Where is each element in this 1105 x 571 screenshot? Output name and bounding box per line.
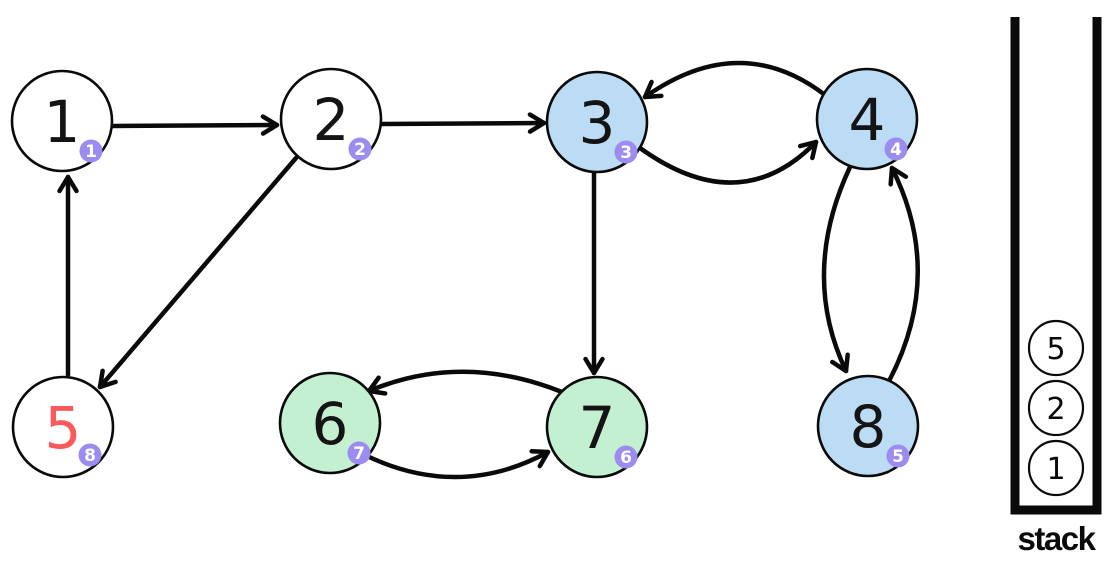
node-6-order-label: 7: [353, 444, 365, 464]
node-6: 6 7: [278, 371, 382, 475]
node-3-label: 3: [579, 89, 616, 157]
node-2: 2 2: [279, 67, 383, 171]
node-4: 4 4: [815, 67, 919, 171]
node-1-order-label: 1: [85, 142, 97, 162]
edge-4-to-3: [642, 60, 828, 100]
node-3: 3 3: [545, 70, 649, 174]
edge-2-to-5: [97, 155, 299, 390]
stack-item-label: 1: [1046, 452, 1065, 487]
stack-item-label: 2: [1046, 392, 1065, 427]
node-1-label: 1: [44, 88, 81, 156]
stack-title: stack: [1018, 520, 1097, 557]
node-7-label: 7: [579, 394, 616, 462]
stack-container: [1010, 17, 1102, 515]
node-7-order-label: 6: [620, 448, 632, 468]
edge-6-to-7: [364, 448, 551, 480]
edge-7-to-6: [366, 369, 565, 396]
node-6-label: 6: [312, 390, 349, 458]
node-2-order-label: 2: [354, 140, 366, 160]
node-8-label: 8: [850, 393, 887, 461]
edge-8-to-4: [886, 165, 920, 384]
edge-2-to-3: [379, 112, 547, 134]
node-6-order-badge: [347, 441, 371, 465]
node-5-label: 5: [45, 394, 82, 462]
edge-4-to-8: [821, 164, 853, 374]
node-7-order-badge: [614, 445, 638, 469]
stack-item-bottom: 1: [1027, 439, 1085, 497]
node-8-order-badge: [886, 444, 910, 468]
node-2-order-badge: [348, 137, 372, 161]
edge-layer: [57, 60, 920, 480]
node-4-order-badge: [884, 137, 908, 161]
stack-panel: 5 2 1 stack: [1010, 17, 1102, 557]
node-7: 7 6: [545, 375, 649, 479]
stack-item-label: 5: [1046, 332, 1065, 367]
stack-item-top: 5: [1027, 319, 1085, 377]
stack-item-middle: 2: [1027, 379, 1085, 437]
edge-3-to-4: [637, 139, 819, 185]
edge-1-to-2: [110, 114, 280, 136]
node-1-order-badge: [79, 139, 103, 163]
stack-item-circle: [1027, 379, 1085, 437]
node-8: 8 5: [816, 374, 920, 478]
node-8-order-label: 5: [892, 447, 904, 467]
stack-item-circle: [1027, 439, 1085, 497]
node-4-label: 4: [849, 86, 886, 154]
node-5-order-badge: [78, 443, 102, 467]
node-2-label: 2: [313, 86, 350, 154]
node-5-order-label: 8: [84, 446, 96, 466]
node-1: 1 1: [10, 69, 114, 173]
node-5: 5 8: [11, 375, 115, 479]
node-3-order-label: 3: [620, 143, 632, 163]
node-3-order-badge: [614, 140, 638, 164]
stack-item-circle: [1027, 319, 1085, 377]
node-4-order-label: 4: [890, 140, 902, 160]
